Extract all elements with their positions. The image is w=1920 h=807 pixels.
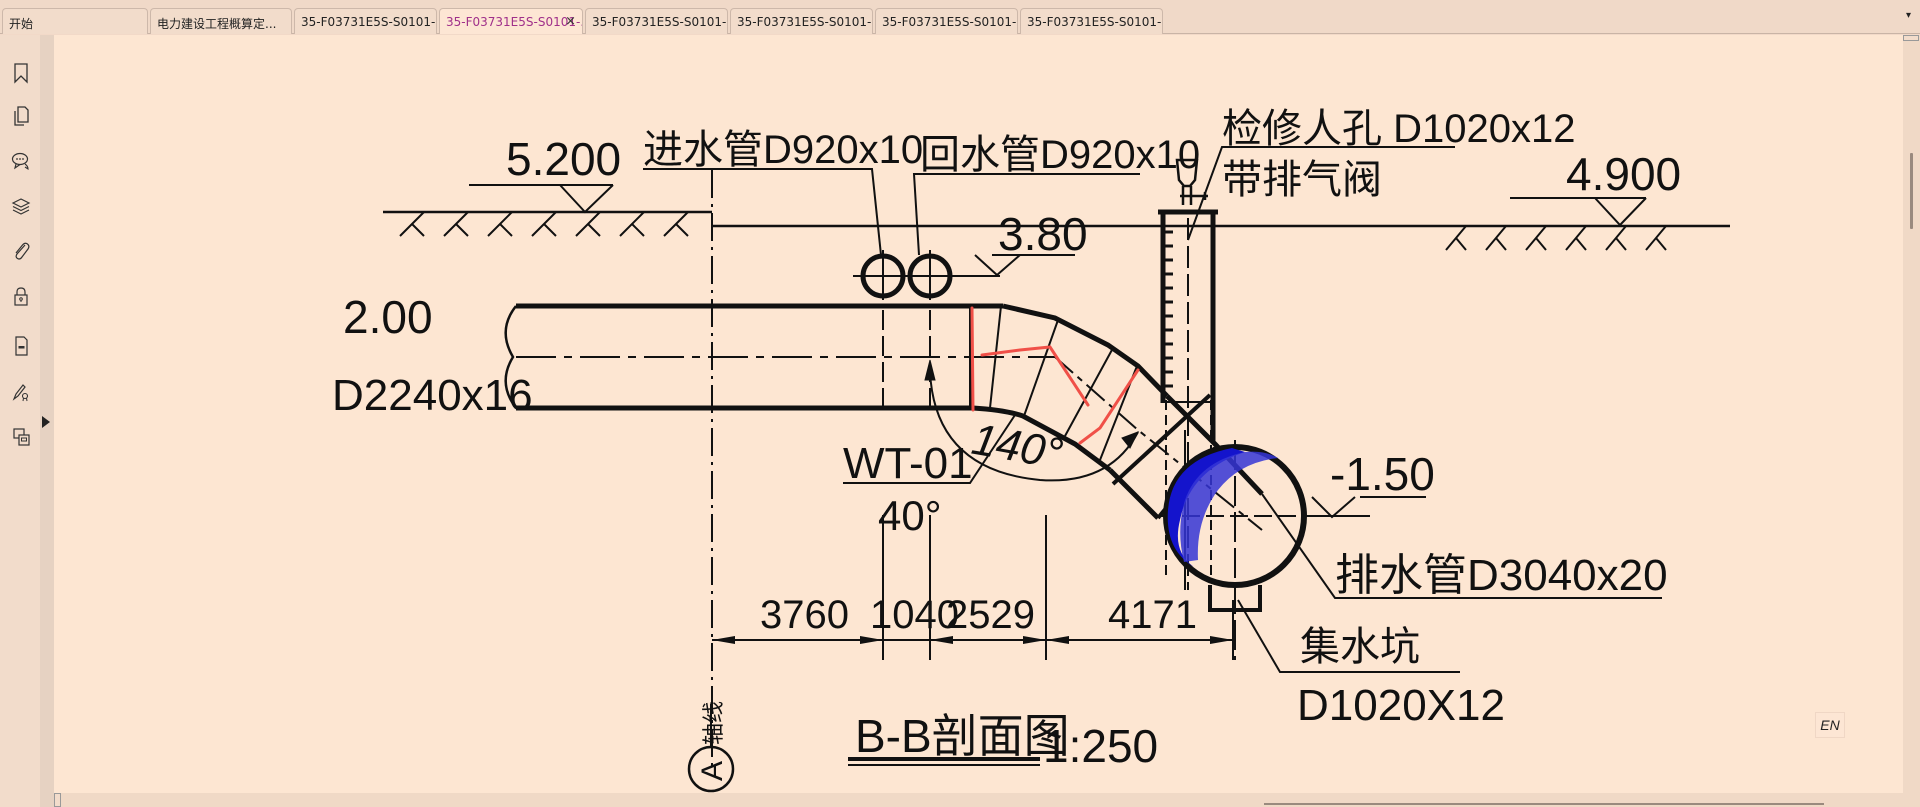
tab-document-7[interactable]: 35-F03731E5S-S0101-07... — [1020, 8, 1163, 34]
layers-icon[interactable] — [11, 195, 31, 217]
compare-documents-icon[interactable] — [11, 425, 31, 447]
blue-highlight-fill — [1167, 448, 1245, 567]
vertical-scroll-thumb[interactable] — [1910, 153, 1913, 229]
drawing-scale: 1:250 — [1043, 720, 1158, 772]
ime-language-indicator[interactable]: EN — [1815, 712, 1845, 738]
red-markup-annotation — [970, 306, 1140, 445]
sump-label: 集水坑 — [1300, 625, 1420, 669]
tab-label: 35-F03731E5S-S0101-08... — [882, 15, 1017, 29]
elevation-pipe-inlet: 2.00 — [343, 291, 433, 343]
tab-label: 35-F03731E5S-S0101-04... — [592, 15, 727, 29]
tab-document-1[interactable]: 电力建设工程概算定... — [150, 8, 292, 34]
tab-document-2[interactable]: 35-F03731E5S-S0101-10... — [294, 8, 437, 34]
scroll-up-button[interactable] — [1903, 35, 1919, 41]
air-valve-label: 带排气阀 — [1222, 158, 1382, 202]
dimension-1: 3760 — [760, 593, 849, 637]
drain-pipe-label: 排水管D3040x20 — [1335, 551, 1668, 600]
bend-angle: 40° — [878, 492, 942, 539]
tab-bar: 开始 电力建设工程概算定... 35-F03731E5S-S0101-10...… — [0, 0, 1920, 34]
tab-label: 35-F03731E5S-S0101-... — [446, 15, 583, 29]
axis-a-label: A — [696, 761, 729, 781]
dimension-4: 4171 — [1108, 593, 1197, 637]
ladder-rungs — [1165, 230, 1173, 388]
tab-label: 电力建设工程概算定... — [157, 17, 277, 31]
elevation-ground-left: 5.200 — [506, 133, 621, 185]
tab-list-dropdown-button[interactable]: ▾ — [1906, 10, 1912, 21]
return-pipe-label: 回水管D920x10 — [920, 133, 1200, 177]
left-sidebar — [0, 35, 40, 807]
elevation-small-pipes: 3.80 — [998, 208, 1088, 260]
bend-arc-angle: 140° — [968, 415, 1066, 479]
ground-hatch-right — [1445, 225, 1667, 251]
sump-size-label: D1020X12 — [1297, 681, 1505, 730]
attachment-icon[interactable] — [11, 240, 31, 262]
section-title: B-B剖面图 — [855, 710, 1070, 762]
expand-panel-arrow-icon[interactable] — [42, 416, 50, 428]
comments-icon[interactable] — [11, 150, 31, 172]
bookmark-icon[interactable] — [11, 62, 31, 84]
tab-label: 开始 — [9, 17, 34, 31]
tab-start[interactable]: 开始 — [2, 8, 148, 34]
inlet-pipe-label: 进水管D920x10 — [643, 128, 923, 172]
form-document-icon[interactable] — [11, 335, 31, 357]
signature-certificate-icon[interactable] — [11, 381, 31, 403]
drawing-canvas[interactable]: 5.200 进水管D920x10 回水管D920x10 检修人孔 D1020x1… — [54, 35, 1903, 793]
tab-document-6[interactable]: 35-F03731E5S-S0101-08... — [875, 8, 1018, 34]
tab-label: 35-F03731E5S-S0101-07... — [1027, 15, 1162, 29]
elevation-drain: -1.50 — [1330, 448, 1435, 500]
scroll-left-button[interactable] — [54, 793, 61, 807]
tab-document-4[interactable]: 35-F03731E5S-S0101-04... — [585, 8, 728, 34]
manhole-label: 检修人孔 D1020x12 — [1222, 107, 1575, 151]
tab-label: 35-F03731E5S-S0101-09... — [737, 15, 872, 29]
tab-label: 35-F03731E5S-S0101-10... — [301, 15, 436, 29]
sidebar-resize-gutter[interactable] — [40, 35, 54, 807]
horizontal-scrollbar[interactable] — [54, 793, 1903, 807]
main-pipe-size: D2240x16 — [332, 371, 533, 420]
bend-id: WT-01 — [843, 439, 973, 488]
tab-close-button[interactable]: × — [565, 14, 576, 29]
vertical-scrollbar[interactable] — [1903, 35, 1920, 807]
dimension-3: 2529 — [946, 593, 1035, 637]
ground-hatch-left — [399, 211, 689, 237]
axis-text: 轴线 — [701, 701, 726, 745]
tab-document-5[interactable]: 35-F03731E5S-S0101-09... — [730, 8, 873, 34]
security-lock-icon[interactable] — [11, 285, 31, 307]
dimension-2: 1040 — [870, 593, 959, 637]
tab-document-active[interactable]: 35-F03731E5S-S0101-...× — [439, 8, 583, 34]
elevation-ground-right: 4.900 — [1566, 148, 1681, 200]
pages-icon[interactable] — [11, 105, 31, 127]
horizontal-scroll-thumb[interactable] — [1264, 803, 1824, 805]
cad-drawing: 5.200 进水管D920x10 回水管D920x10 检修人孔 D1020x1… — [332, 107, 1730, 793]
